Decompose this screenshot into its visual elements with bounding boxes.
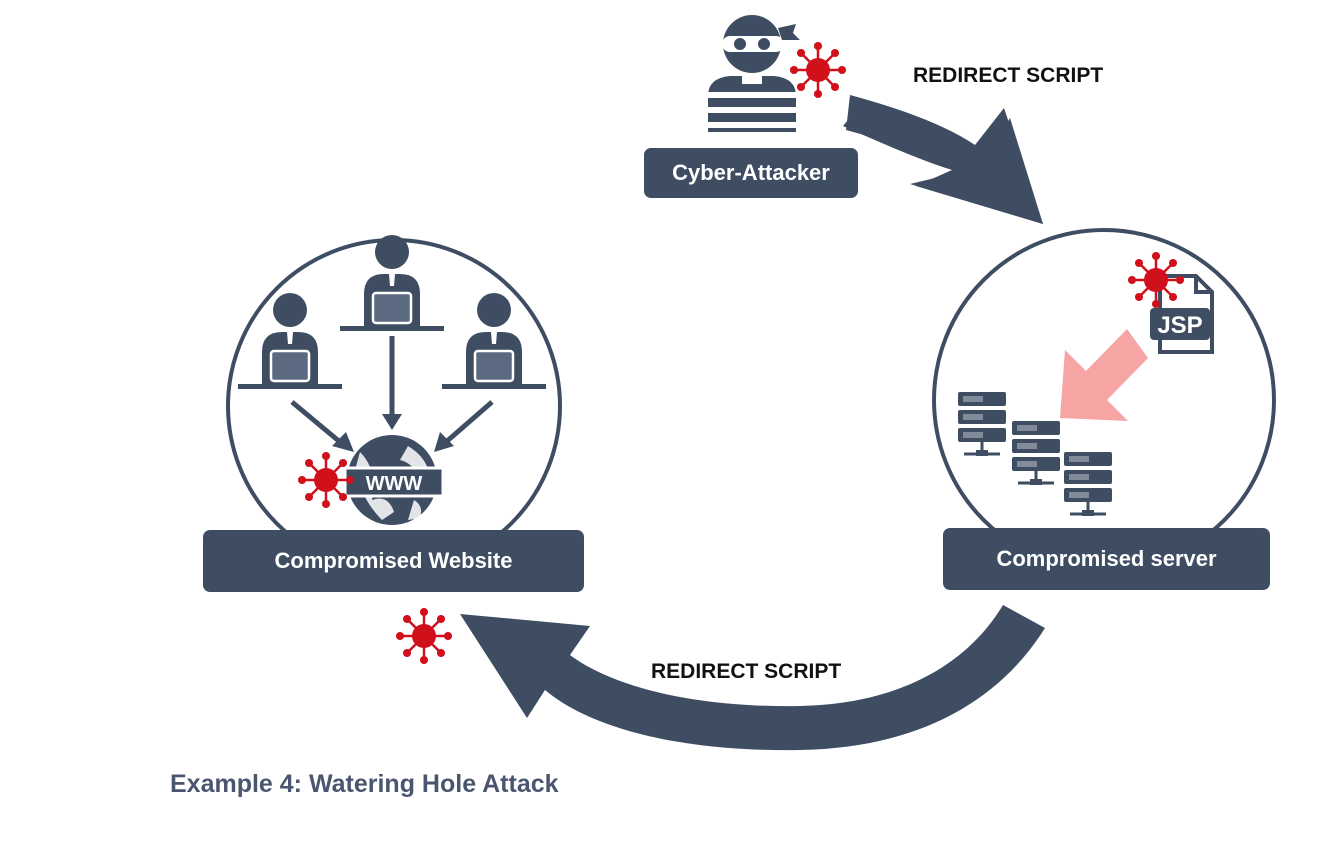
jsp-badge-text: JSP xyxy=(1157,312,1202,339)
www-badge-text: WWW xyxy=(366,473,423,495)
server-label: Compromised server xyxy=(943,528,1270,590)
injection-arrow-icon xyxy=(1060,329,1148,421)
attacker-label: Cyber-Attacker xyxy=(644,148,858,198)
www-globe-icon: WWW xyxy=(343,435,445,525)
figure-caption: Example 4: Watering Hole Attack xyxy=(170,770,559,798)
top-redirect-arrow xyxy=(843,95,1043,224)
virus-icon-website xyxy=(297,451,355,509)
virus-icon-server xyxy=(1127,251,1185,309)
user-arrows xyxy=(290,336,494,452)
hacker-icon xyxy=(708,15,800,132)
top-arrow-label: REDIRECT SCRIPT xyxy=(913,64,1104,87)
bottom-redirect-arrow xyxy=(460,605,1045,751)
virus-icon-attacker xyxy=(789,41,847,99)
virus-icon-bottom xyxy=(395,607,453,665)
website-label: Compromised Website xyxy=(203,530,584,592)
bottom-arrow-label: REDIRECT SCRIPT xyxy=(651,660,842,683)
jsp-file-icon: JSP xyxy=(1150,274,1214,354)
